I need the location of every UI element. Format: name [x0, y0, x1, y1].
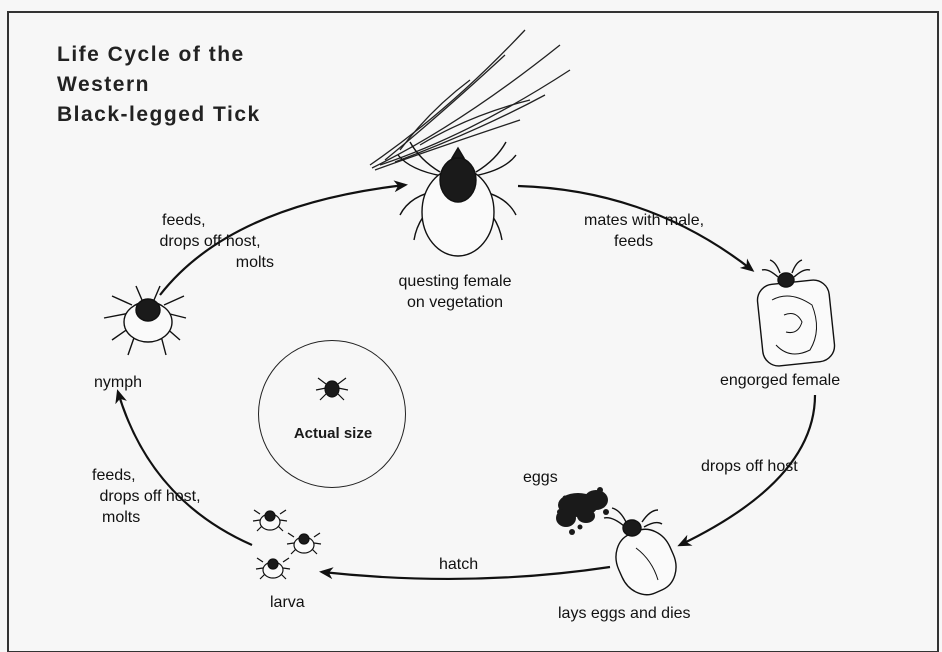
nymph-label: nymph — [94, 372, 142, 393]
diagram-title: Life Cycle of the Western Black-legged T… — [57, 40, 261, 130]
larva-label: larva — [270, 592, 305, 613]
actual-size-label: Actual size — [259, 425, 407, 442]
actual-size-circle: Actual size — [258, 340, 406, 488]
nymph-tick-icon — [104, 286, 186, 355]
eggs-cluster-icon — [556, 487, 609, 535]
larva-tick-icon — [253, 510, 321, 579]
title-line-2: Western — [57, 70, 261, 100]
engorged-female-tick-icon — [756, 260, 836, 368]
hatch-label: hatch — [439, 554, 478, 575]
mates-label: mates with male, feeds — [584, 210, 704, 252]
questing-female-label: questing female on vegetation — [380, 271, 530, 313]
lays-eggs-label: lays eggs and dies — [558, 603, 691, 624]
grass-illustration — [370, 30, 570, 170]
eggs-label: eggs — [523, 467, 558, 488]
questing-female-tick-icon — [398, 142, 516, 256]
title-line-1: Life Cycle of the — [57, 40, 261, 70]
drops-off-host-label: drops off host — [701, 456, 798, 477]
engorged-female-label: engorged female — [720, 370, 840, 391]
female-laying-eggs-tick-icon — [604, 508, 685, 603]
nymph-feeds-label: feeds, drops off host, molts — [140, 210, 280, 273]
title-line-3: Black-legged Tick — [57, 100, 261, 130]
larva-feeds-label: feeds, drops off host, molts — [80, 465, 220, 528]
